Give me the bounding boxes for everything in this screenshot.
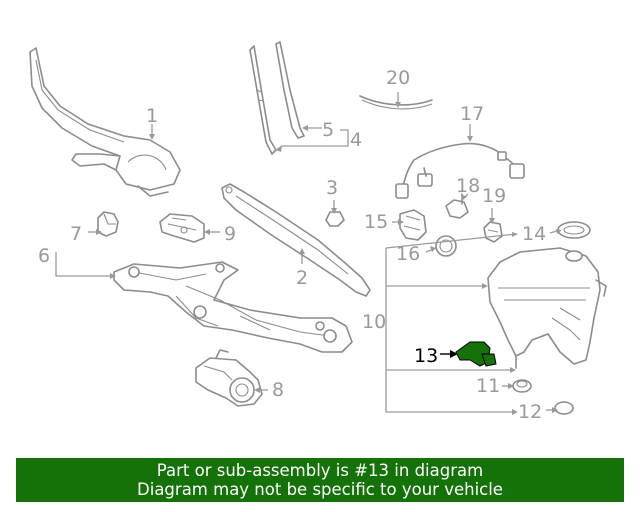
callout-12: 12: [518, 401, 542, 423]
part-6-wiper-linkage: [113, 261, 353, 353]
part-1-wiper-arm: [29, 47, 181, 197]
part-10-washer-reservoir: [487, 247, 607, 369]
part-18-sensor: [445, 193, 469, 219]
callout-1: 1: [146, 105, 158, 127]
part-16-grommet: [435, 235, 457, 257]
callout-11: 11: [476, 375, 500, 397]
part-13-washer-pump: [455, 341, 497, 367]
callout-7: 7: [70, 223, 82, 245]
callout-2: 2: [296, 267, 308, 289]
part-9-bracket: [159, 213, 205, 243]
part-11-grommet: [512, 379, 532, 393]
part-12-grommet: [554, 401, 574, 415]
callout-14: 14: [522, 223, 546, 245]
part-20-hose: [359, 95, 433, 110]
banner-line-1: Part or sub-assembly is #13 in diagram: [156, 461, 484, 480]
info-banner: Part or sub-assembly is #13 in diagram D…: [16, 458, 624, 502]
part-17-wiring-harness: [395, 142, 525, 199]
part-3-cap: [325, 211, 345, 227]
banner-line-2: Diagram may not be specific to your vehi…: [137, 480, 503, 499]
callout-18: 18: [456, 175, 480, 197]
callout-10: 10: [362, 311, 386, 333]
part-2-wiper-arm: [221, 183, 371, 297]
callout-16: 16: [396, 243, 420, 265]
callout-6: 6: [38, 245, 50, 267]
callout-13: 13: [414, 345, 438, 367]
callout-labels: 1 2 3 4 5 6 7 8 9 10 11 12 13 14 15 16 1…: [38, 67, 546, 423]
callout-5: 5: [322, 119, 334, 141]
part-7-grommet: [97, 211, 119, 237]
callout-17: 17: [460, 103, 484, 125]
part-19-grommet: [483, 221, 503, 243]
arrowheads: [96, 102, 562, 415]
part-15-pump: [399, 209, 427, 241]
part-5-wiper-blade: [249, 41, 305, 155]
part-8-wiper-motor: [195, 349, 263, 407]
callout-19: 19: [482, 185, 506, 207]
parts-diagram: 1 2 3 4 5 6 7 8 9 10 11 12 13 14 15 16 1…: [29, 41, 607, 423]
part-14-filler-cap: [557, 221, 591, 239]
callout-4: 4: [350, 129, 362, 151]
callout-9: 9: [224, 223, 236, 245]
callout-8: 8: [272, 379, 284, 401]
leader-lines: [55, 92, 561, 413]
callout-3: 3: [326, 177, 338, 199]
callout-20: 20: [386, 67, 410, 89]
callout-15: 15: [364, 211, 388, 233]
